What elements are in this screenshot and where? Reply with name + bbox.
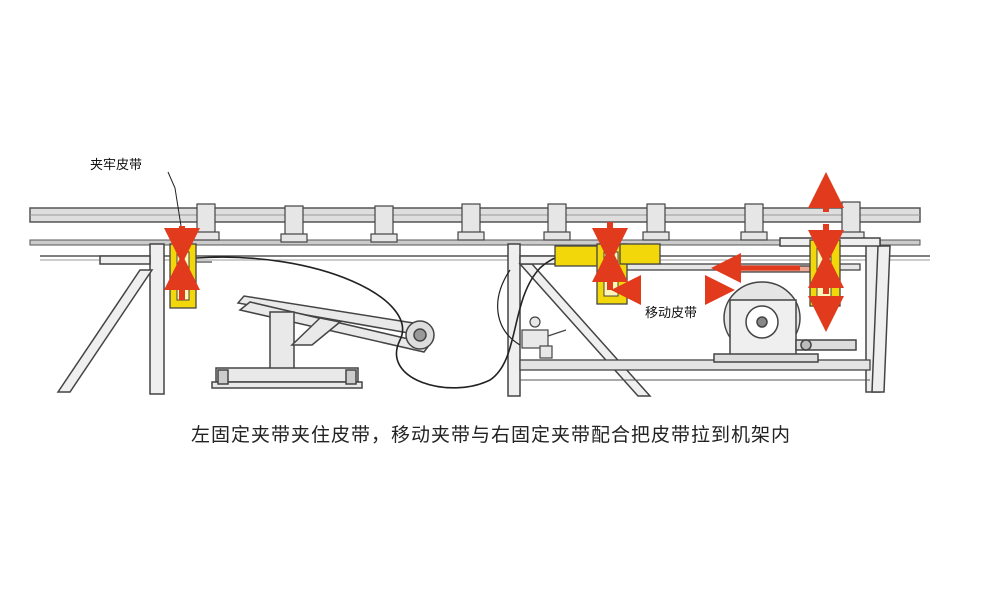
lever-tensioner [211,295,435,389]
hydraulic-hose [195,253,601,389]
clamp-belt-label: 夹牢皮带 [90,158,143,173]
left-fixed-clamp [169,243,212,309]
winch-motor [713,281,857,363]
hydraulic-hose-2 [497,269,521,346]
diagram-caption: 左固定夹带夹住皮带，移动夹带与右固定夹带配合把皮带拉到机架内 [190,424,791,446]
clamp-label-leader [167,171,182,227]
valve-assembly [521,316,567,359]
roller-brackets [192,201,865,243]
ground-rail [519,359,871,381]
move-belt-label: 移动皮带 [645,306,698,321]
support-frame-left [56,243,165,395]
